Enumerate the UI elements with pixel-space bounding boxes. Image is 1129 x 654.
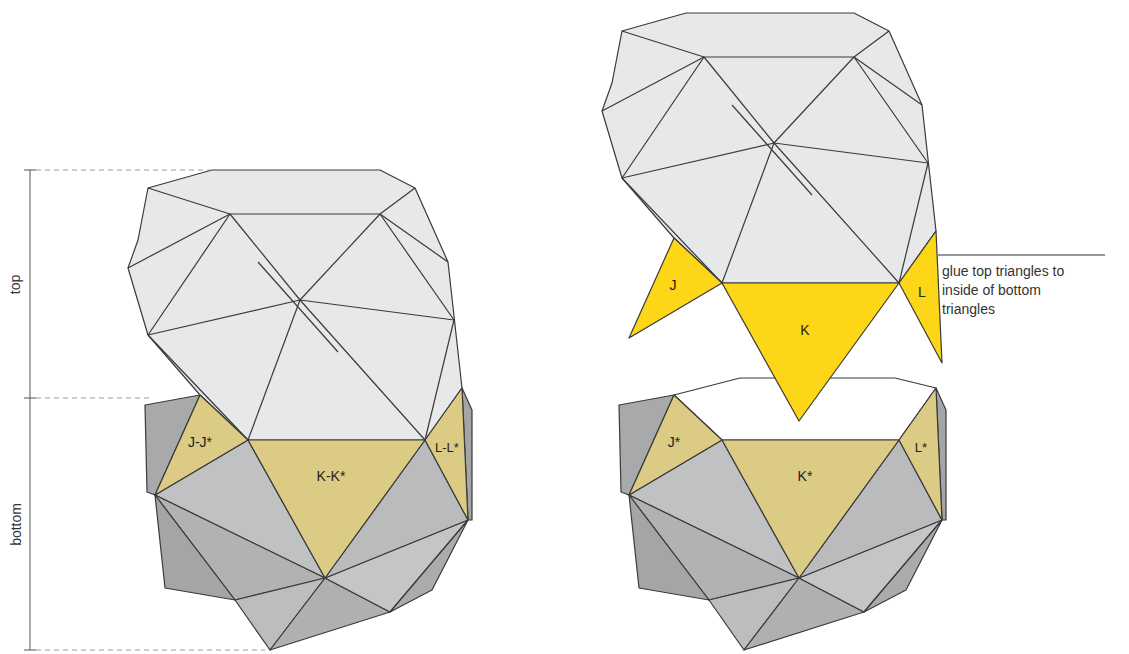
tab-letter: J* bbox=[668, 434, 680, 451]
leader-line bbox=[938, 254, 1105, 255]
tab-letter: K* bbox=[798, 468, 813, 485]
tab-letter: K-K* bbox=[317, 468, 346, 485]
bracket bbox=[24, 170, 265, 650]
tab-outline bbox=[722, 283, 899, 421]
glue-tab: L bbox=[899, 231, 942, 363]
tab-letter: J bbox=[670, 277, 677, 294]
label-box: top bbox=[7, 274, 26, 293]
bracket-tick bbox=[24, 650, 36, 651]
guide-line bbox=[36, 170, 210, 171]
tab-triangle bbox=[722, 440, 899, 578]
bottom-part bbox=[619, 378, 946, 650]
tab-letter: J-J* bbox=[188, 434, 212, 451]
bracket-line bbox=[30, 170, 31, 650]
tab-outline bbox=[722, 440, 899, 578]
top-part bbox=[128, 170, 462, 440]
tab-triangle bbox=[899, 231, 942, 363]
tab-letter: L bbox=[918, 284, 926, 301]
section-label: top bbox=[7, 274, 26, 293]
tab-letter: L-L* bbox=[435, 440, 459, 456]
tab-triangle bbox=[425, 388, 468, 520]
note-text: glue top triangles to inside of bottom t… bbox=[942, 262, 1074, 319]
glue-tab: J-J* bbox=[155, 395, 248, 495]
label-box: glue top triangles to inside of bottom t… bbox=[942, 262, 1074, 319]
glue-tab: L* bbox=[899, 388, 942, 520]
tab-triangle bbox=[722, 283, 899, 421]
glue-tab: J bbox=[629, 238, 722, 338]
glue-tab: L-L* bbox=[425, 388, 468, 520]
tab-triangle bbox=[629, 238, 722, 338]
guide-line bbox=[36, 398, 150, 399]
label-box: bottom bbox=[7, 503, 26, 546]
top-part bbox=[602, 13, 936, 283]
tab-letter: L* bbox=[915, 440, 927, 456]
tab-triangle bbox=[155, 395, 248, 495]
glue-tab: K* bbox=[722, 440, 899, 578]
tab-outline bbox=[248, 440, 425, 578]
glue-tab: J* bbox=[629, 395, 722, 495]
tab-triangle bbox=[629, 395, 722, 495]
bracket-tick bbox=[24, 398, 36, 399]
section-label: bottom bbox=[7, 503, 26, 546]
glue-tab: K bbox=[722, 283, 899, 421]
glue-tab: K-K* bbox=[248, 440, 425, 578]
tab-triangle bbox=[248, 440, 425, 578]
tab-triangle bbox=[899, 388, 942, 520]
bracket-tick bbox=[24, 170, 36, 171]
guide-line bbox=[36, 650, 265, 651]
tab-letter: K bbox=[800, 322, 809, 339]
